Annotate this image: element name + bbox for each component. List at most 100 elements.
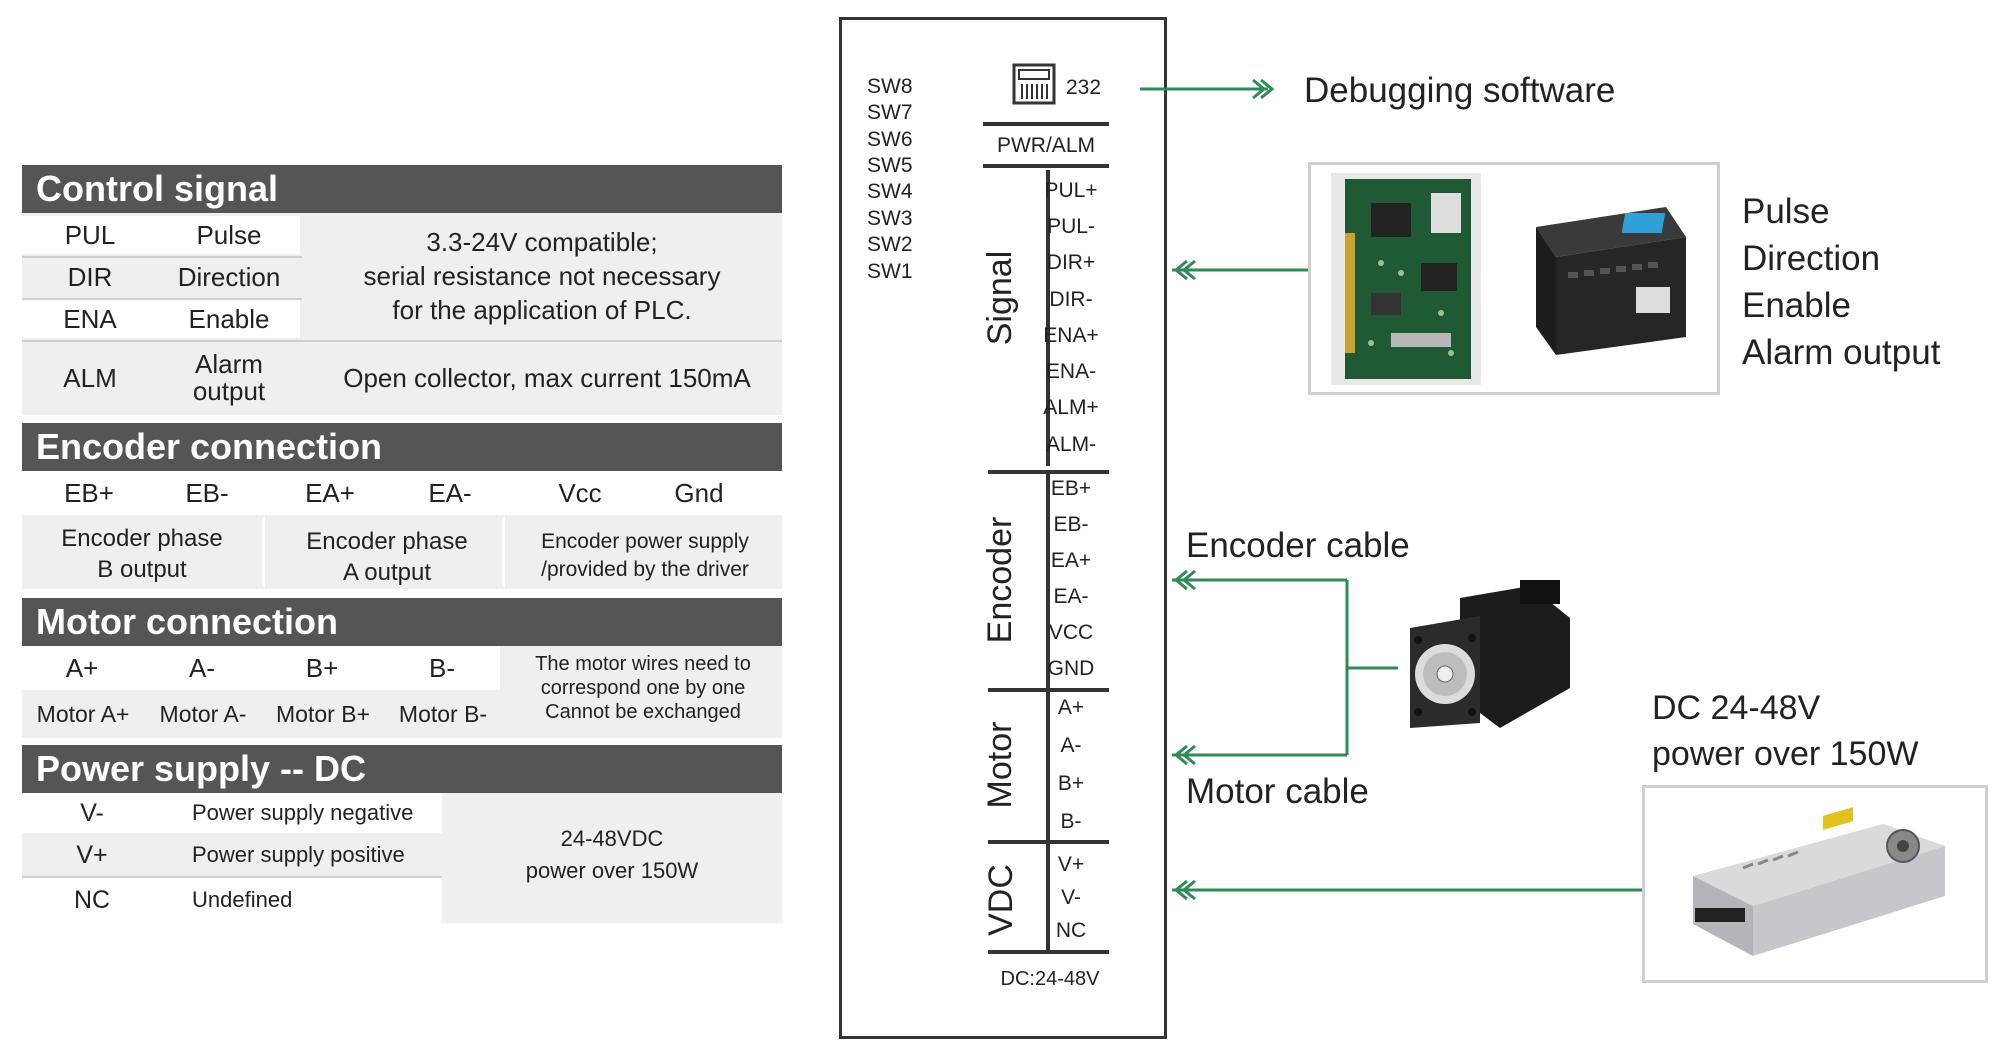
- pin-nc: NC: [73, 885, 111, 914]
- switch-sw4: SW4: [867, 180, 913, 203]
- serial-port-icon: [1012, 63, 1056, 105]
- power-supply-table: V- Power supply negative V+ Power supply…: [22, 793, 782, 923]
- power-note: 24-48VDC power over 150W: [442, 823, 782, 887]
- pin-b-plus: B+: [305, 652, 339, 683]
- encoder-cable-label: Encoder cable: [1186, 526, 1410, 565]
- pin-ena: ENA: [22, 300, 158, 338]
- stepper-motor-image: [1410, 580, 1570, 728]
- pin-eb-minus: EB-: [185, 477, 229, 508]
- power-supply-image: [1693, 807, 1945, 956]
- name-power-negative: Power supply negative: [192, 800, 414, 825]
- name-enable: Enable: [158, 300, 300, 338]
- pin-label-alm-plus: ALM+: [1043, 396, 1099, 419]
- driver-box: [839, 17, 1167, 1039]
- pin-label-ea-minus: EA-: [1053, 585, 1089, 608]
- power-label: DC 24-48V power over 150W: [1652, 685, 1918, 777]
- name-pulse: Pulse: [158, 216, 300, 254]
- desc-line: Encoder power supply: [541, 530, 749, 553]
- pwr-alm-label: PWR/ALM: [996, 134, 1095, 157]
- switch-sw2: SW2: [867, 233, 913, 256]
- plc-image: [1536, 207, 1686, 355]
- switch-sw6: SW6: [867, 128, 913, 151]
- pin-label-dir-plus: DIR+: [1046, 251, 1096, 274]
- pin-label-ena-minus: ENA-: [1045, 360, 1097, 383]
- motor-connection-table: A+ A- B+ B- Motor A+ Motor A- Motor B+ M…: [22, 646, 782, 738]
- encoder-connection-header: Encoder connection: [22, 423, 782, 471]
- name-motor-b-minus: Motor B-: [398, 700, 488, 727]
- control-signal-note: 3.3-24V compatible; serial resistance no…: [312, 225, 772, 327]
- signal-labels: Pulse Direction Enable Alarm output: [1742, 188, 1940, 376]
- name-alarm-output: Alarm output: [158, 347, 300, 409]
- pin-label-a-plus: A+: [1057, 696, 1085, 719]
- pin-a-plus: A+: [65, 652, 99, 683]
- note-line: serial resistance not necessary: [363, 261, 721, 291]
- pin-vcc: Vcc: [558, 477, 602, 508]
- signal-label-direction: Direction: [1742, 239, 1881, 278]
- pin-label-eb-minus: EB-: [1053, 513, 1089, 536]
- motor-cable-label: Motor cable: [1186, 772, 1369, 811]
- switch-sw1: SW1: [867, 260, 913, 283]
- pin-gnd: Gnd: [674, 477, 724, 508]
- pin-pul: PUL: [22, 216, 158, 254]
- pin-label-gnd: GND: [1047, 657, 1095, 680]
- desc-line: B output: [97, 556, 187, 583]
- note-line: power over 150W: [525, 858, 699, 883]
- pcb-card-image: [1331, 173, 1481, 385]
- pin-v-plus: V+: [76, 840, 108, 869]
- note-line: The motor wires need to: [535, 653, 751, 675]
- pin-ea-minus: EA-: [428, 477, 472, 508]
- pin-label-v-plus: V+: [1057, 853, 1085, 876]
- pin-ea-plus: EA+: [305, 477, 355, 508]
- desc-line: Encoder phase: [306, 528, 468, 555]
- switch-sw3: SW3: [867, 207, 913, 230]
- encoder-desc-power: Encoder power supply /provided by the dr…: [510, 528, 780, 584]
- name-undefined: Undefined: [192, 887, 293, 912]
- pin-label-alm-minus: ALM-: [1045, 433, 1097, 456]
- control-signal-header: Control signal: [22, 165, 782, 213]
- alm-name-line: Alarm: [195, 349, 263, 379]
- desc-line: A output: [342, 559, 432, 586]
- switch-sw7: SW7: [867, 101, 913, 124]
- pin-label-pul-plus: PUL+: [1044, 179, 1098, 202]
- name-motor-b-plus: Motor B+: [276, 700, 370, 727]
- pin-label-ena-plus: ENA+: [1043, 324, 1099, 347]
- motor-connection-header: Motor connection: [22, 598, 782, 646]
- power-line: power over 150W: [1652, 735, 1919, 773]
- switch-sw8: SW8: [867, 75, 913, 98]
- pin-label-a-minus: A-: [1060, 734, 1082, 757]
- pin-v-minus: V-: [80, 798, 104, 827]
- power-line: DC 24-48V: [1652, 689, 1821, 727]
- pin-label-b-plus: B+: [1057, 772, 1085, 795]
- control-signal-table: PUL Pulse DIR Direction ENA Enable 3.3-2…: [22, 213, 782, 415]
- power-supply-header: Power supply -- DC: [22, 745, 782, 793]
- desc-line: /provided by the driver: [541, 558, 749, 581]
- encoder-desc-a: Encoder phase A output: [267, 526, 507, 588]
- pin-label-ea-plus: EA+: [1050, 549, 1092, 572]
- driver-footer: DC:24-48V: [1000, 968, 1100, 990]
- pin-dir: DIR: [67, 261, 113, 292]
- note-line: 24-48VDC: [560, 826, 664, 851]
- pin-label-eb-plus: EB+: [1050, 477, 1092, 500]
- debugging-software-label: Debugging software: [1304, 71, 1616, 110]
- note-line: Cannot be exchanged: [545, 701, 741, 723]
- alm-description: Open collector, max current 150mA: [343, 362, 751, 393]
- switch-sw5: SW5: [867, 154, 913, 177]
- pin-label-nc: NC: [1055, 919, 1087, 942]
- signal-label-pulse: Pulse: [1742, 192, 1830, 231]
- pin-b-minus: B-: [429, 652, 455, 683]
- signal-label-enable: Enable: [1742, 286, 1851, 325]
- desc-line: Encoder phase: [61, 525, 223, 552]
- name-power-positive: Power supply positive: [192, 842, 405, 867]
- name-motor-a-minus: Motor A-: [159, 700, 247, 727]
- pin-label-dir-minus: DIR-: [1049, 288, 1093, 311]
- alm-name-line: output: [192, 376, 266, 406]
- pin-label-b-minus: B-: [1060, 810, 1082, 833]
- signal-label-alarm: Alarm output: [1742, 333, 1941, 372]
- controller-image-box: [1308, 162, 1720, 395]
- pin-alm: ALM: [63, 362, 117, 393]
- port-label: 232: [1066, 76, 1102, 99]
- motor-note: The motor wires need to correspond one b…: [504, 652, 782, 724]
- encoder-connection-table: EB+ EB- EA+ EA- Vcc Gnd Encoder phase B …: [22, 471, 782, 589]
- encoder-desc-b: Encoder phase B output: [22, 523, 262, 585]
- note-line: 3.3-24V compatible;: [426, 227, 658, 257]
